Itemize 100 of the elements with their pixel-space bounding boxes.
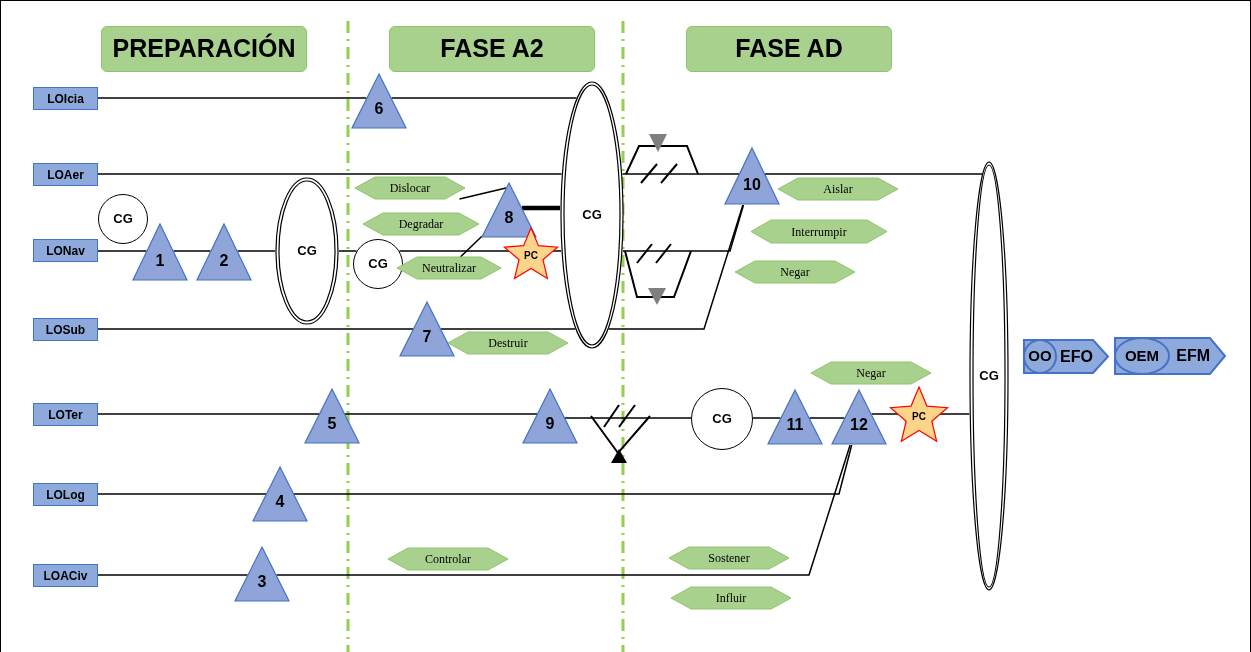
connector-line <box>344 413 538 415</box>
connector-line <box>97 173 563 175</box>
point-number: 9 <box>545 414 555 434</box>
line-of-operation-box <box>33 239 98 262</box>
point-number: 5 <box>327 414 337 434</box>
point-number: 3 <box>257 572 267 592</box>
line-name: LOSub <box>45 321 86 339</box>
connector-line <box>564 417 692 419</box>
connector-line <box>97 493 267 495</box>
decisive-point-triangle <box>304 388 360 444</box>
node-label: CG <box>712 410 732 429</box>
connector-line <box>459 235 483 258</box>
line-name: LOTer <box>48 406 83 424</box>
critical-point-star <box>503 225 559 281</box>
effect-label: Aislar <box>823 181 853 198</box>
effect-hexagon <box>811 362 931 384</box>
connector-line <box>97 328 414 330</box>
decisive-point-triangle <box>724 147 780 205</box>
center-of-gravity-ellipse <box>969 161 1009 591</box>
connector-line <box>97 574 249 576</box>
point-number: 4 <box>275 492 285 512</box>
phase-title: PREPARACIÓN <box>112 32 296 65</box>
point-number: 2 <box>219 251 229 271</box>
connector-line <box>808 417 846 419</box>
effect-label: Negar <box>856 365 886 382</box>
line-of-operation-box <box>33 403 98 426</box>
effect-hexagon <box>363 213 479 235</box>
line-name: LOIcia <box>47 90 84 108</box>
line-of-operation-box <box>33 483 98 506</box>
connector-line <box>608 204 744 330</box>
point-number: 11 <box>786 415 804 435</box>
line-name: LONav <box>46 242 85 260</box>
connector-line <box>293 444 853 495</box>
line-of-operation-box <box>33 564 98 587</box>
connector-line <box>752 417 782 419</box>
objective-label: OO <box>1028 346 1052 367</box>
effect-label: Sostener <box>708 550 750 567</box>
line-name: LOLog <box>46 486 85 504</box>
node-label: CG <box>368 255 388 274</box>
line-of-operation-box <box>33 318 98 341</box>
point-number: 1 <box>155 251 165 271</box>
connector-line <box>764 173 983 175</box>
decisive-point-triangle <box>234 546 290 602</box>
effect-label: Destruir <box>488 335 528 352</box>
effect-label: Interrumpir <box>791 223 847 241</box>
decisive-point-triangle <box>132 223 188 281</box>
node-label: CG <box>979 367 999 386</box>
objective-oval <box>1114 337 1170 375</box>
effect-hexagon <box>671 587 791 609</box>
effect-label: Influir <box>715 590 747 607</box>
node-label: CG <box>297 242 317 261</box>
node-label: CG <box>582 206 602 225</box>
decisive-point-triangle <box>522 388 578 444</box>
center-of-gravity-ellipse <box>560 81 624 349</box>
end-state-tag <box>1023 339 1109 374</box>
point-number: 7 <box>422 327 432 347</box>
phase-banner <box>686 26 892 72</box>
point-number: 8 <box>504 208 514 228</box>
effect-hexagon <box>388 548 508 570</box>
effect-hexagon <box>355 177 465 199</box>
connector-line <box>275 444 851 576</box>
end-state-tag <box>1114 337 1226 375</box>
phase-banner <box>101 26 307 72</box>
decisive-point-triangle <box>351 73 407 129</box>
effect-hexagon <box>448 332 568 354</box>
phase-banner <box>389 26 595 72</box>
effect-hexagon <box>735 261 855 283</box>
effect-hexagon <box>397 257 501 279</box>
connector-line <box>440 328 576 330</box>
connector-line <box>522 205 560 211</box>
line-of-operation-box <box>33 87 98 110</box>
state-label: EFM <box>1176 346 1210 366</box>
state-label: EFO <box>1060 346 1093 367</box>
decisive-point-triangle <box>831 389 887 445</box>
decisive-point-triangle <box>399 301 455 357</box>
node-label: PC <box>524 248 538 263</box>
decisive-point-triangle <box>252 466 308 522</box>
point-number: 12 <box>850 415 868 435</box>
node-label: CG <box>113 210 133 229</box>
phase-title: FASE AD <box>735 33 843 65</box>
effect-label: Neutralizar <box>422 260 476 277</box>
decisive-point-triangle <box>767 389 823 445</box>
effect-hexagon <box>751 220 887 243</box>
point-number: 10 <box>743 175 761 195</box>
connector-line <box>458 187 507 200</box>
connector-line <box>621 173 740 175</box>
line-name: LOAer <box>47 166 84 184</box>
critical-point-star <box>888 384 950 444</box>
line-of-operation-box <box>33 163 98 186</box>
effect-label: Controlar <box>425 551 471 568</box>
center-of-gravity-ellipse <box>275 177 339 325</box>
effect-label: Degradar <box>398 216 444 233</box>
point-number: 6 <box>374 99 384 119</box>
effect-hexagon <box>778 178 898 200</box>
decisive-point-triangle <box>481 182 537 238</box>
effect-label: Dislocar <box>389 180 431 197</box>
connector-line <box>97 413 320 415</box>
decisive-point-triangle <box>196 223 252 281</box>
line-name: LOACiv <box>43 567 88 585</box>
connector-line <box>338 250 358 252</box>
